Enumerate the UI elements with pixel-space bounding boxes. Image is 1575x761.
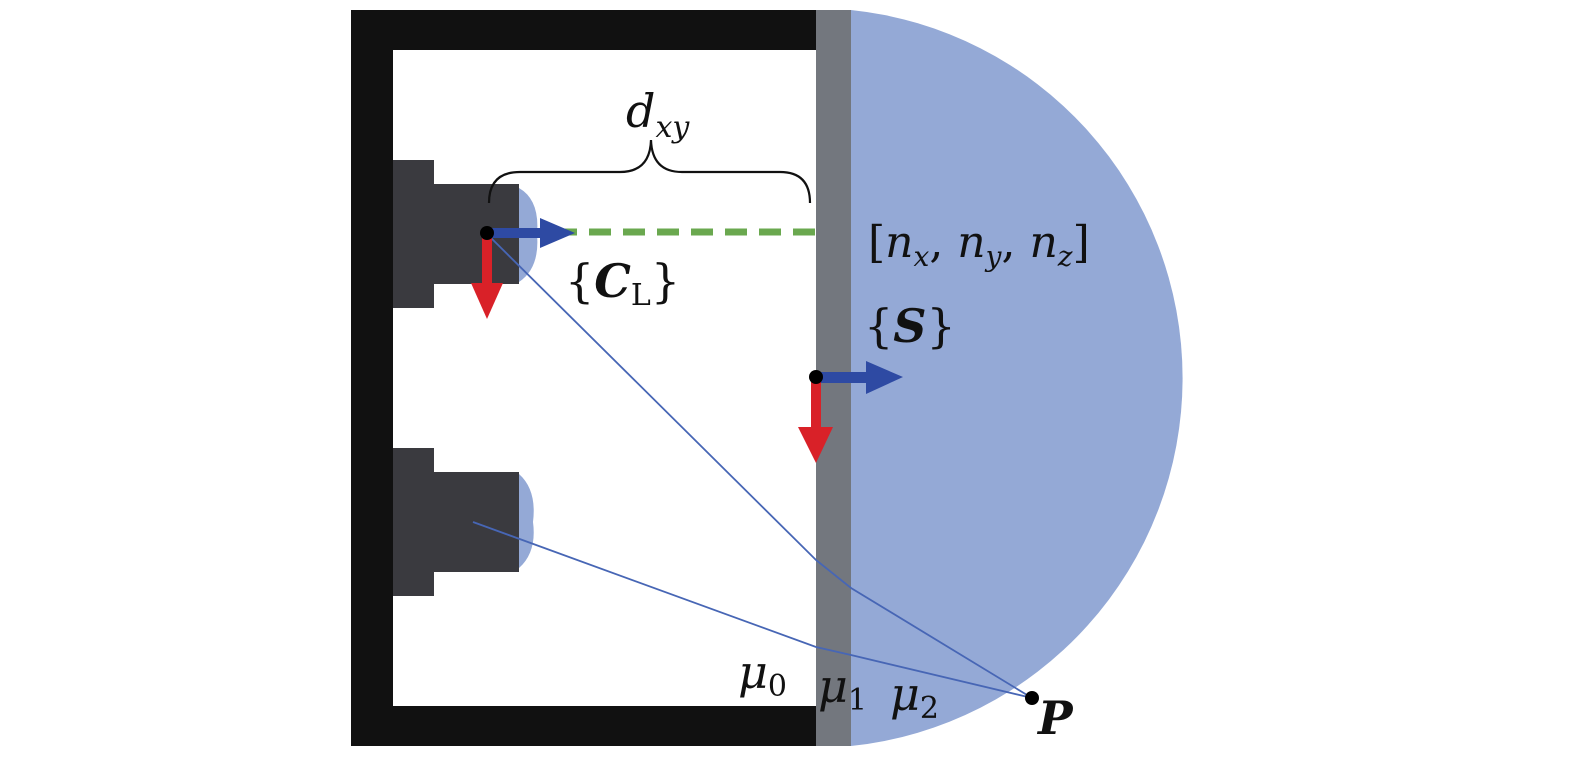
label-sensor-frame: {S} [864, 299, 956, 353]
label-mu1: μ1 [818, 659, 867, 718]
camera-y-axis-shaft [482, 233, 492, 285]
label-mu0: μ0 [738, 645, 787, 704]
label-normal-close: ] [1073, 217, 1090, 268]
label-mu1-sub: 1 [848, 683, 867, 718]
label-dxy: dxy [626, 84, 690, 145]
label-normal-s1: x [914, 240, 930, 273]
label-camera-frame: {CL} [565, 254, 680, 313]
label-camera-frame-open: { [565, 254, 594, 308]
housing-bottom-wall [351, 706, 816, 746]
right-camera-body [393, 448, 519, 596]
label-camera-frame-main: C [594, 254, 631, 308]
label-mu0-main: μ [738, 645, 768, 699]
label-sensor-frame-open: { [864, 299, 893, 353]
water-medium-region [851, 10, 1183, 746]
window-frame-origin [809, 370, 823, 384]
label-normal-n3: n [1029, 217, 1057, 268]
point-p-marker [1025, 691, 1039, 705]
window-x-axis-arrowhead [866, 361, 903, 394]
label-normal-n2: n [957, 217, 985, 268]
label-mu2: μ2 [890, 667, 939, 726]
label-camera-frame-close: } [651, 254, 680, 308]
camera-x-axis-shaft [487, 228, 542, 238]
label-dxy-main: d [626, 84, 655, 138]
camera-y-axis-arrowhead [471, 283, 503, 319]
label-mu0-sub: 0 [768, 669, 787, 704]
camera-frame-origin [480, 226, 494, 240]
window-frame-axes [798, 361, 903, 463]
label-normal-c1: , [929, 217, 957, 268]
label-normal-c2: , [1001, 217, 1029, 268]
housing-left-wall [351, 10, 393, 746]
label-normal-s2: y [984, 240, 1003, 273]
distance-brace [487, 139, 812, 204]
label-sensor-frame-main: S [893, 299, 926, 353]
label-normal-vector: [nx, ny, nz] [868, 217, 1090, 273]
label-normal-n1: n [885, 217, 913, 268]
label-mu2-sub: 2 [920, 691, 939, 726]
label-mu1-main: μ [818, 659, 848, 713]
label-point-p: P [1036, 691, 1074, 745]
refracted-ray-left-camera [486, 233, 1033, 699]
window-y-axis-shaft [811, 377, 821, 429]
label-dxy-sub: xy [655, 110, 690, 145]
label-normal-s3: z [1057, 240, 1073, 273]
label-mu2-main: μ [890, 667, 920, 721]
refracted-ray-right-camera [472, 521, 1033, 699]
label-camera-frame-sub: L [631, 278, 651, 313]
right-camera-lens [519, 474, 534, 568]
label-sensor-frame-close: } [927, 299, 956, 353]
window-y-axis-arrowhead [798, 427, 833, 463]
camera-frame-axes [471, 218, 575, 319]
right-camera [393, 448, 534, 596]
housing-top-wall [351, 10, 816, 50]
label-normal-open: [ [868, 217, 885, 268]
window-x-axis-shaft [816, 372, 868, 383]
camera-x-axis-arrowhead [540, 218, 575, 248]
